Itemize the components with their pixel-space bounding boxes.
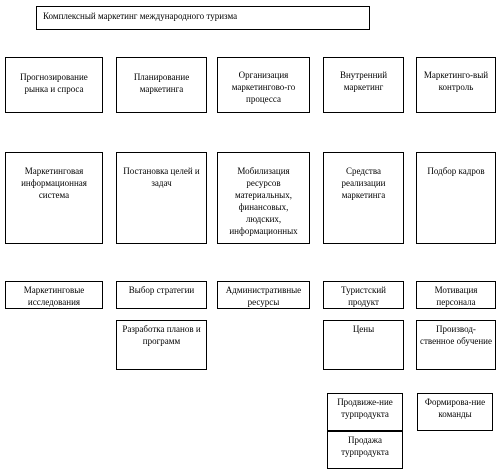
node-control-header: Маркетинго-вый контроль bbox=[416, 57, 496, 113]
node-forecast-third: Маркетинговые исследования bbox=[5, 281, 103, 309]
node-internal-extra-2-text: Продвиже-ние турпродукта bbox=[337, 397, 393, 419]
node-planning-third: Выбор стратегии bbox=[116, 281, 207, 309]
node-internal-third: Туристский продукт bbox=[323, 281, 404, 309]
node-internal-extra-3: Продажа турпродукта bbox=[327, 431, 403, 469]
node-organization-header: Организация маркетингово-го процесса bbox=[217, 57, 310, 113]
node-internal-second: Средства реализации маркетинга bbox=[323, 152, 404, 244]
diagram-title-text: Комплексный маркетинг международного тур… bbox=[43, 11, 238, 21]
node-planning-second-text: Постановка целей и задач bbox=[123, 166, 200, 188]
node-planning-third-text: Выбор стратегии bbox=[128, 285, 195, 295]
node-internal-second-text: Средства реализации маркетинга bbox=[341, 166, 386, 200]
node-organization-second-text: Мобилизация ресурсов материальных, финан… bbox=[229, 166, 298, 236]
node-internal-third-text: Туристский продукт bbox=[341, 285, 386, 307]
node-planning-extra-1-text: Разработка планов и программ bbox=[122, 324, 201, 346]
node-internal-extra-1: Цены bbox=[323, 320, 404, 370]
node-control-extra-2: Формирова-ние команды bbox=[417, 393, 493, 431]
node-internal-extra-1-text: Цены bbox=[352, 324, 375, 334]
node-control-extra-1-text: Производ-ственное обучение bbox=[420, 324, 492, 346]
node-control-third-text: Мотивация персонала bbox=[434, 285, 478, 307]
node-planning-second: Постановка целей и задач bbox=[116, 152, 207, 244]
node-organization-second: Мобилизация ресурсов материальных, финан… bbox=[217, 152, 310, 244]
node-control-second-text: Подбор кадров bbox=[427, 166, 485, 176]
node-forecast-second: Маркетинговая информационная система bbox=[5, 152, 103, 244]
node-forecast-second-text: Маркетинговая информационная система bbox=[21, 166, 87, 200]
node-organization-header-text: Организация маркетингово-го процесса bbox=[231, 70, 296, 104]
node-internal-header: Внутренний маркетинг bbox=[323, 57, 404, 113]
node-forecast-header-text: Прогнозирование рынка и спроса bbox=[20, 72, 88, 94]
node-organization-third: Административные ресурсы bbox=[217, 281, 310, 309]
node-control-extra-1: Производ-ственное обучение bbox=[416, 320, 496, 370]
node-planning-extra-1: Разработка планов и программ bbox=[116, 320, 207, 370]
node-control-header-text: Маркетинго-вый контроль bbox=[423, 70, 489, 92]
node-control-extra-2-text: Формирова-ние команды bbox=[424, 397, 486, 419]
node-forecast-header: Прогнозирование рынка и спроса bbox=[5, 57, 103, 113]
node-control-second: Подбор кадров bbox=[416, 152, 496, 244]
diagram-title: Комплексный маркетинг международного тур… bbox=[36, 6, 370, 30]
node-forecast-third-text: Маркетинговые исследования bbox=[23, 285, 85, 307]
node-internal-extra-3-text: Продажа турпродукта bbox=[341, 435, 389, 457]
node-internal-header-text: Внутренний маркетинг bbox=[339, 70, 388, 92]
node-organization-third-text: Административные ресурсы bbox=[225, 285, 302, 307]
node-internal-extra-2: Продвиже-ние турпродукта bbox=[327, 393, 403, 431]
node-control-third: Мотивация персонала bbox=[416, 281, 496, 309]
node-planning-header: Планирование маркетинга bbox=[116, 57, 207, 113]
node-planning-header-text: Планирование маркетинга bbox=[133, 72, 190, 94]
